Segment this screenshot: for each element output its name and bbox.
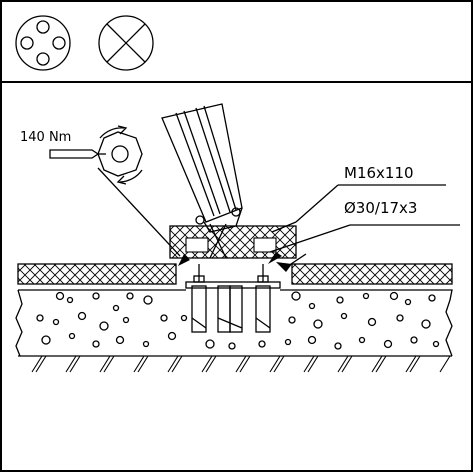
- aggregate-dots: [36, 291, 440, 350]
- hatched-layer: [17, 263, 453, 285]
- cross-x-icon: [98, 15, 154, 71]
- torque-label: 140 Nm: [20, 130, 71, 145]
- anchor-bolts: [185, 264, 281, 333]
- bolt-size-label: M16x110: [344, 164, 414, 182]
- ground-hatching: [31, 355, 451, 373]
- washer-size-label: Ø30/17x3: [344, 199, 417, 217]
- profile-beam: [161, 103, 243, 233]
- four-circle-pattern-icon: [15, 15, 71, 71]
- concrete-foundation: [15, 289, 453, 357]
- leader-lines: [97, 167, 460, 272]
- torque-wrench-icon: [49, 125, 143, 185]
